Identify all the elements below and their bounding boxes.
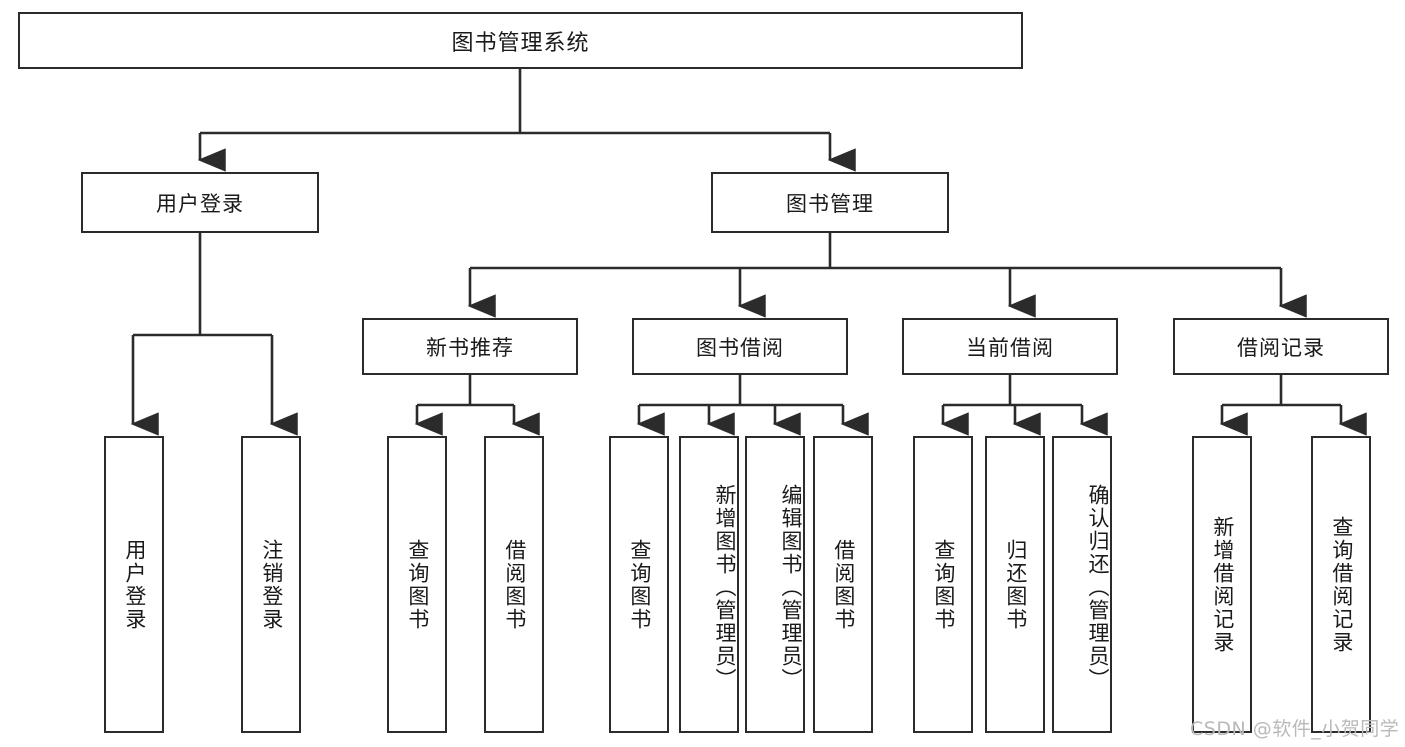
leaf-query-book-current[interactable]: 查询图书: [913, 436, 973, 733]
leaf-return-book[interactable]: 归还图书: [985, 436, 1045, 733]
leaf-user-login[interactable]: 用户登录: [104, 436, 164, 733]
leaf-logout[interactable]: 注销登录: [241, 436, 301, 733]
leaf-add-borrow-record[interactable]: 新增借阅记录: [1192, 436, 1252, 733]
node-current-borrow[interactable]: 当前借阅: [902, 318, 1118, 375]
leaf-query-borrow-record[interactable]: 查询借阅记录: [1311, 436, 1371, 733]
leaf-query-book-borrow[interactable]: 查询图书: [609, 436, 669, 733]
leaf-query-book-recommend[interactable]: 查询图书: [387, 436, 447, 733]
watermark-text: CSDN @软件_小贺同学: [1190, 718, 1400, 740]
node-root-system[interactable]: 图书管理系统: [18, 12, 1023, 69]
leaf-edit-book-admin[interactable]: 编辑图书（管理员）: [745, 436, 805, 733]
node-book-borrow[interactable]: 图书借阅: [632, 318, 848, 375]
leaf-borrow-book-recommend[interactable]: 借阅图书: [484, 436, 544, 733]
node-user-login[interactable]: 用户登录: [81, 172, 319, 233]
node-new-book-recommend[interactable]: 新书推荐: [362, 318, 578, 375]
node-book-management[interactable]: 图书管理: [711, 172, 949, 233]
leaf-borrow-book[interactable]: 借阅图书: [813, 436, 873, 733]
leaf-add-book-admin[interactable]: 新增图书（管理员）: [679, 436, 739, 733]
node-borrow-record[interactable]: 借阅记录: [1173, 318, 1389, 375]
leaf-confirm-return-admin[interactable]: 确认归还（管理员）: [1052, 436, 1112, 733]
